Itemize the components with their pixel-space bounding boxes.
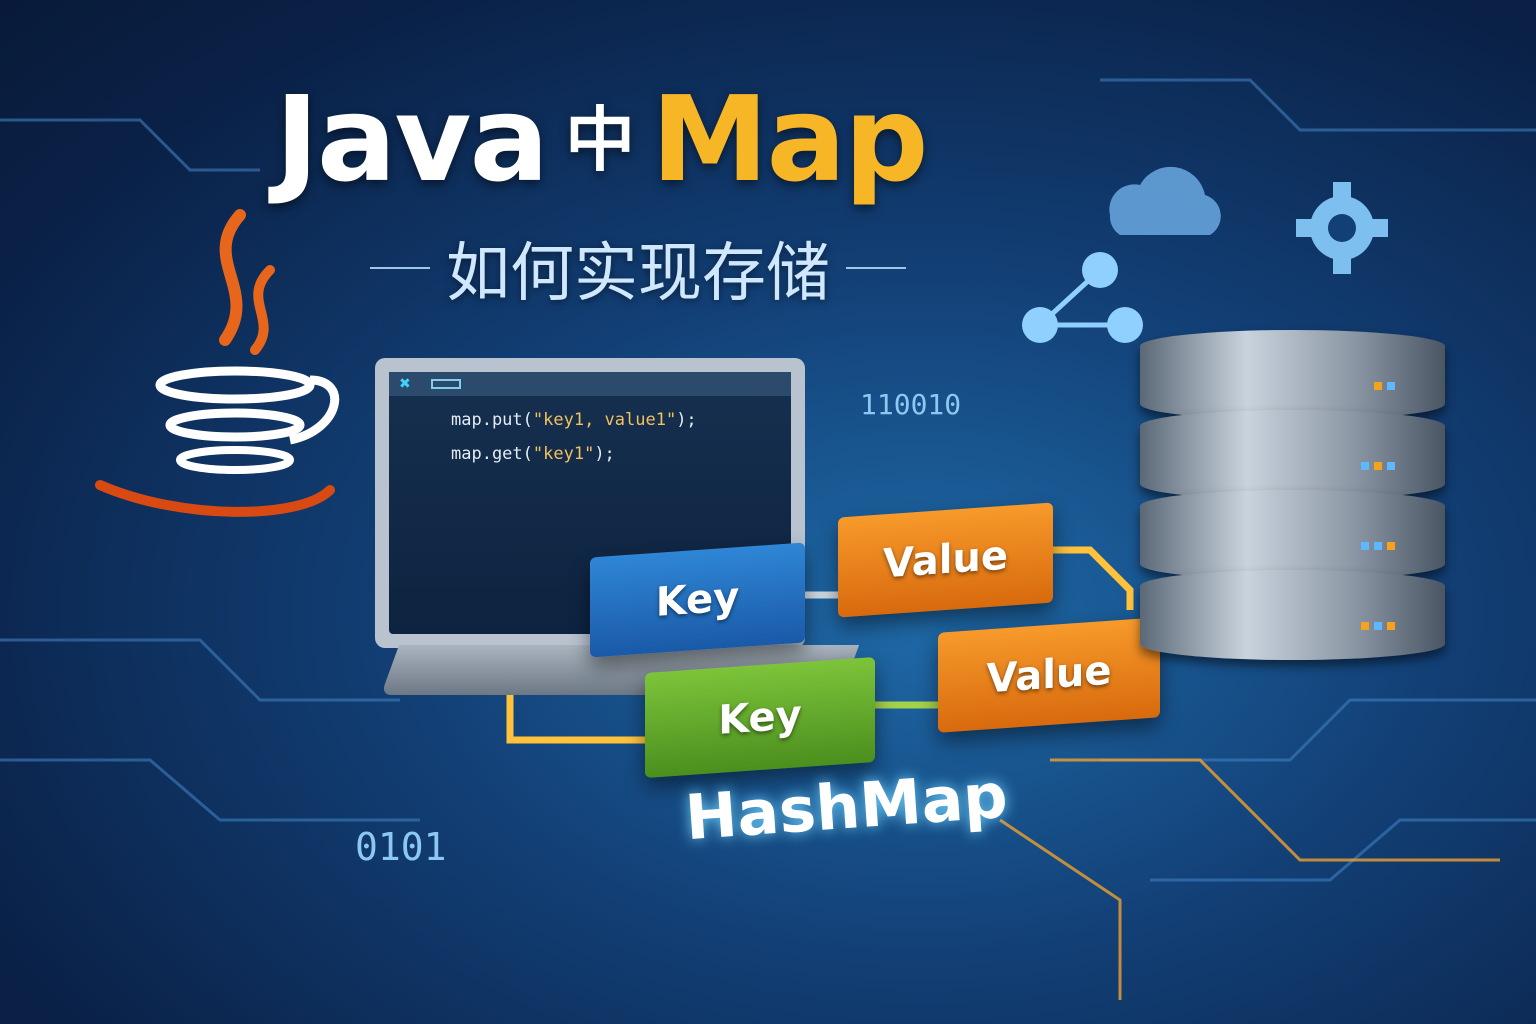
title-java: Java xyxy=(275,70,549,208)
divider xyxy=(846,267,906,269)
close-icon: ✖ xyxy=(399,376,411,392)
cloud-icon xyxy=(1109,166,1221,235)
code-line-2: map.get("key1"); xyxy=(451,444,615,464)
gear-icon xyxy=(1296,182,1388,274)
title-map: Map xyxy=(651,70,929,208)
java-logo xyxy=(95,209,340,517)
binary-text-top: 110010 xyxy=(860,388,962,421)
value-box-bottom: Value xyxy=(938,617,1160,733)
subtitle: 如何实现存储 xyxy=(370,222,906,314)
key-box-green: Key xyxy=(645,656,875,779)
divider xyxy=(370,267,430,269)
database-icon xyxy=(1140,330,1445,660)
subtitle-text: 如何实现存储 xyxy=(446,237,830,311)
editor-tab xyxy=(430,379,461,389)
title-zhong: 中 xyxy=(565,99,635,181)
code-line-1: map.put("key1, value1"); xyxy=(451,410,697,430)
value-box-top: Value xyxy=(838,502,1053,618)
key-box-blue: Key xyxy=(590,542,805,658)
binary-text-left: 0101 xyxy=(355,825,447,869)
